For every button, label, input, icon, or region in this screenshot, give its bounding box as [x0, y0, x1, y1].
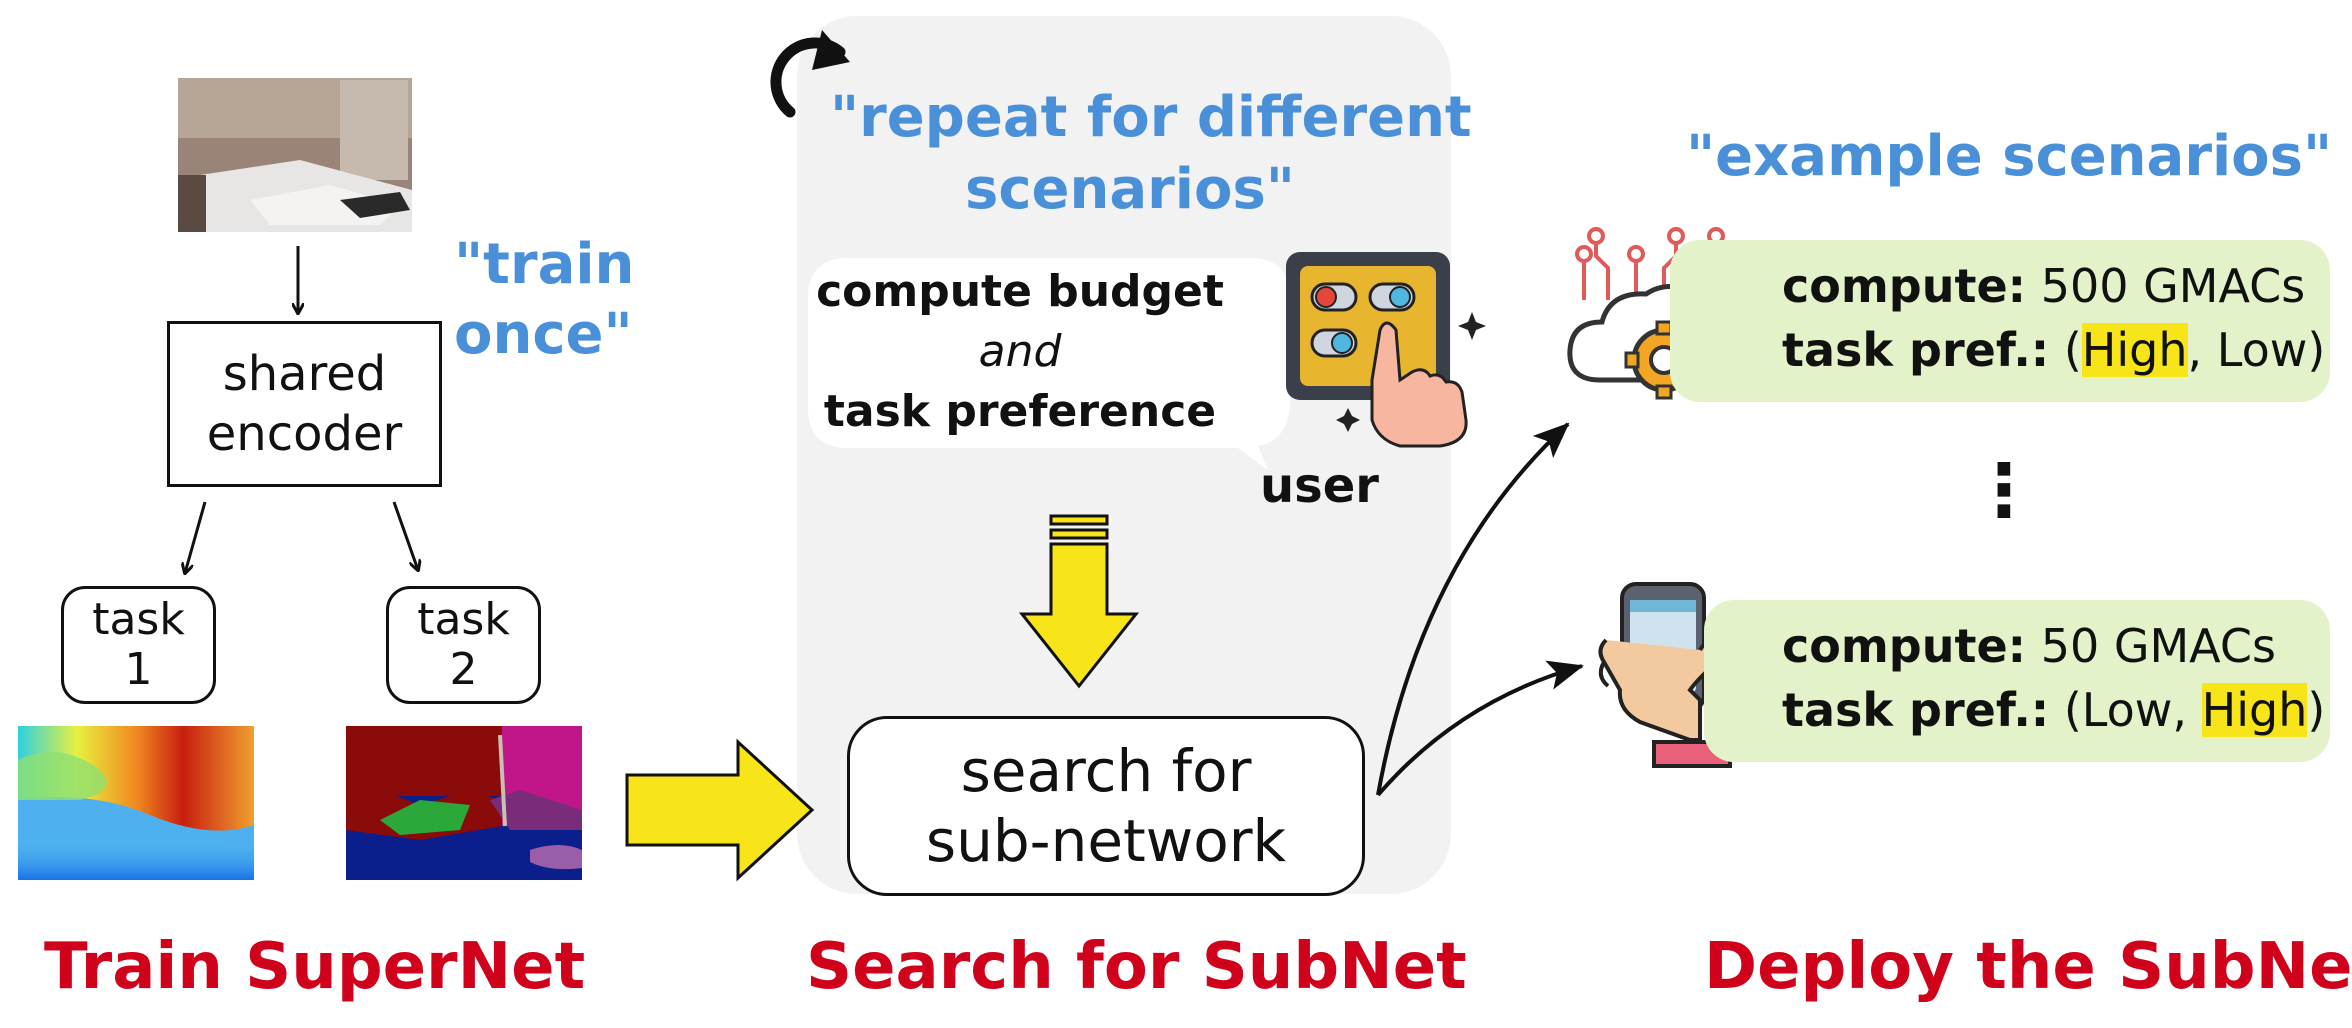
scenario-2-compute: compute: 50 GMACs [1782, 614, 2330, 678]
scenario-1-pref-close: ) [2307, 323, 2326, 377]
scenario-1-pref-label: task pref.: [1782, 323, 2050, 377]
train-once-line2: once" [454, 302, 633, 367]
search-to-scenario2-arrow [1376, 660, 1584, 797]
repeat-note-line2: scenarios" [965, 157, 1295, 222]
deploy-heading: Deploy the SubNet [1704, 930, 2352, 1004]
encoder-to-task1-arrow [185, 501, 207, 573]
task1-label-line2: 1 [124, 644, 153, 695]
task1-box: task 1 [61, 586, 216, 704]
repeat-note-line1: "repeat for different [830, 85, 1472, 150]
scenario-2-pref: task pref.: (Low, High) [1782, 678, 2330, 742]
user-label: user [1260, 458, 1379, 514]
segmentation-map-image [346, 726, 582, 880]
train-once-line1: "train [454, 232, 635, 297]
scenario-2-pref-first: Low [2081, 683, 2173, 737]
encoder-label-line2: encoder [206, 406, 403, 462]
train-once-note: "train once" [454, 230, 634, 370]
bubble-line1: compute budget [816, 266, 1224, 317]
ellipsis: ⋮ [1968, 448, 2040, 532]
task1-label-line1: task [92, 594, 185, 645]
scenario-1-pref: task pref.: (High, Low) [1782, 318, 2330, 382]
scenario-1-pref-sep: , [2187, 323, 2217, 377]
task2-label-line2: 2 [449, 644, 478, 695]
scenario-1-pref-open: ( [2063, 323, 2082, 377]
control-panel-icon [1286, 252, 1486, 448]
scenario-2-compute-value: 50 GMACs [2040, 619, 2276, 673]
user-to-search-arrow [1018, 514, 1140, 689]
bubble-line3: task preference [823, 386, 1217, 437]
depth-map-image [18, 726, 254, 880]
task2-label-line1: task [417, 594, 510, 645]
scenario-1-compute: compute: 500 GMACs [1782, 254, 2330, 318]
bubble-line2: and [978, 326, 1062, 377]
train-to-search-arrow [625, 738, 815, 882]
bubble-text: compute budget and task preference [810, 262, 1230, 442]
search-box-line1: search for [960, 737, 1252, 805]
encoder-to-task2-arrow [392, 501, 418, 570]
search-box-line2: sub-network [925, 807, 1287, 875]
scenario-2-pref-close: ) [2307, 683, 2326, 737]
repeat-note: "repeat for different scenarios" [830, 82, 1472, 226]
speech-bubble [808, 258, 1290, 470]
repeat-loop-icon [770, 30, 850, 118]
encoder-label-line1: shared [222, 346, 387, 402]
search-to-scenario1-arrow [1376, 422, 1570, 796]
scenario-2-pref-sep: , [2172, 683, 2202, 737]
search-heading: Search for SubNet [806, 930, 1467, 1004]
train-heading: Train SuperNet [44, 930, 586, 1004]
scenario-2-pref-open: ( [2063, 683, 2082, 737]
scenario-1-compute-label: compute: [1782, 259, 2027, 313]
scenario-1-pref-first: High [2081, 323, 2188, 377]
scenario-2-pref-second: High [2201, 683, 2308, 737]
scenario-1-card: compute: 500 GMACs task pref.: (High, Lo… [1670, 240, 2330, 402]
shared-encoder-box: shared encoder [167, 321, 442, 487]
search-subnetwork-box: search for sub-network [847, 716, 1365, 896]
scenario-2-pref-label: task pref.: [1782, 683, 2050, 737]
scenario-2-compute-label: compute: [1782, 619, 2027, 673]
room-photo-image [178, 78, 412, 232]
example-scenarios-note: "example scenarios" [1686, 124, 2333, 189]
scenario-2-card: compute: 50 GMACs task pref.: (Low, High… [1704, 600, 2330, 762]
scenario-1-compute-value: 500 GMACs [2040, 259, 2306, 313]
task2-box: task 2 [386, 586, 541, 704]
scenario-1-pref-second: Low [2216, 323, 2308, 377]
